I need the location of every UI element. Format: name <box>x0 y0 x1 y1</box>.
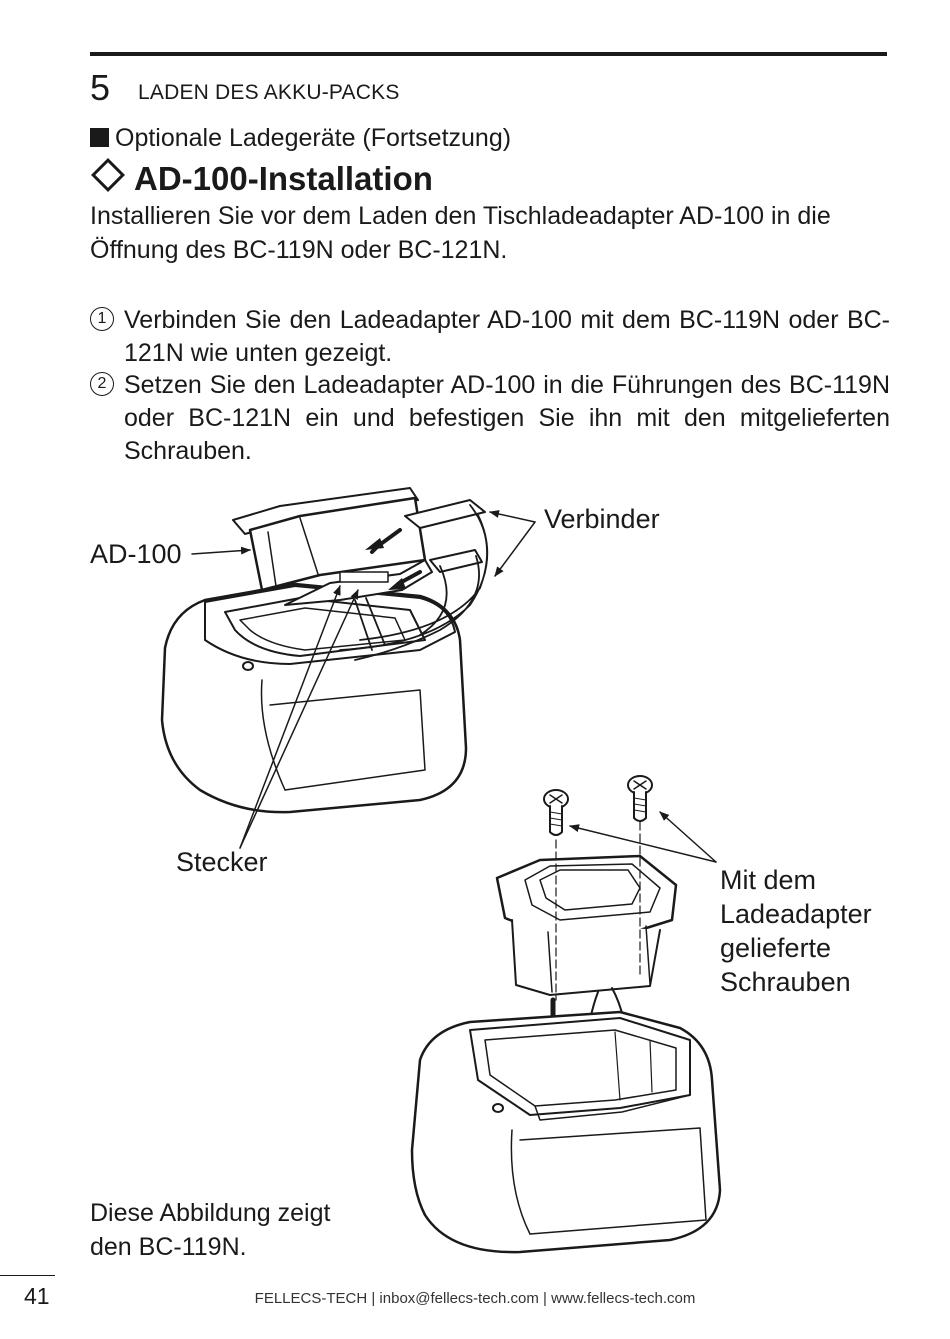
square-bullet-icon <box>90 128 109 147</box>
label-stecker: Stecker <box>176 847 268 877</box>
intro-paragraph: Installieren Sie vor dem Laden den Tisch… <box>90 202 831 264</box>
caption-line-1: Diese Abbildung zeigt <box>90 1199 331 1227</box>
adapter-insert-illustration <box>495 821 678 1097</box>
diamond-icon <box>91 158 125 192</box>
label-screws-line-1: Mit dem <box>720 865 816 895</box>
label-ad100: AD-100 <box>90 539 182 569</box>
section-title-text: Optionale Ladegeräte (Fortsetzung) <box>115 124 512 152</box>
charger-bottom-illustration <box>410 1010 722 1254</box>
chapter-title: LADEN DES AKKU-PACKS <box>138 81 400 104</box>
label-verbinder: Verbinder <box>544 504 660 534</box>
caption-line-2: den BC-119N. <box>90 1233 247 1261</box>
step-2: 2 Setzen Sie den Ladeadapter AD-100 in d… <box>90 369 890 468</box>
label-screws-line-2: Ladeadapter <box>720 899 872 929</box>
installation-figure: AD-100 Verbinder Stecker Mit dem Ladeada… <box>90 487 872 1254</box>
chapter-number: 5 <box>90 67 111 108</box>
screw-hole-icon <box>242 661 254 671</box>
footer-rule <box>0 1275 55 1276</box>
step-text-2: Setzen Sie den Ladeadapter AD-100 in die… <box>124 371 890 465</box>
footer-text: FELLECS-TECH | inbox@fellecs-tech.com | … <box>254 1290 696 1307</box>
step-1: 1 Verbinden Sie den Ladeadapter AD-100 m… <box>90 304 890 370</box>
top-rule <box>90 52 887 56</box>
label-screws-line-4: Schrauben <box>720 967 851 997</box>
section-title: Optionale Ladegeräte (Fortsetzung) <box>90 124 511 153</box>
adapter-ad100-illustration <box>232 487 489 661</box>
screws-illustration <box>543 775 653 836</box>
charger-top-illustration <box>160 582 468 814</box>
label-screws-line-3: gelieferte <box>720 933 831 963</box>
screw-hole-icon <box>492 1103 504 1113</box>
step-number-1: 1 <box>90 307 114 331</box>
step-number-2: 2 <box>90 372 114 396</box>
page-heading-text: AD-100-Installation <box>134 160 433 197</box>
page-number: 41 <box>24 1283 50 1309</box>
page-heading: AD-100-Installation <box>90 158 433 198</box>
figure-caption: Diese Abbildung zeigt den BC-119N. <box>90 1196 330 1264</box>
step-text-1: Verbinden Sie den Ladeadapter AD-100 mit… <box>124 306 890 367</box>
